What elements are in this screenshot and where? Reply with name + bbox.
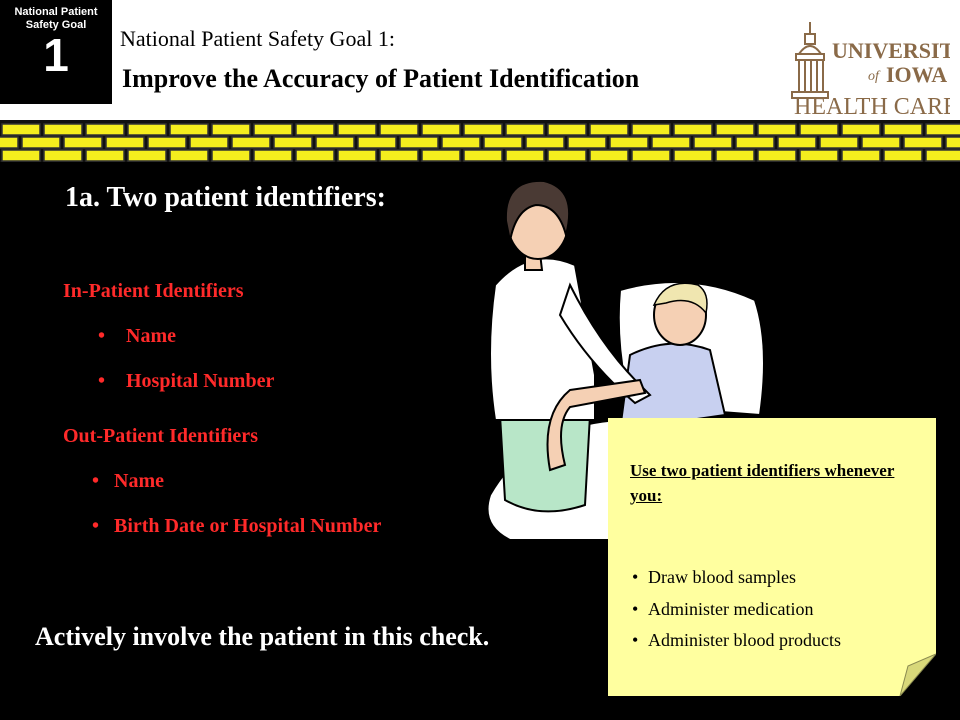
brick (43, 123, 83, 136)
brick (169, 123, 209, 136)
brick (757, 149, 797, 162)
brick (1, 123, 41, 136)
page-title: Improve the Accuracy of Patient Identifi… (122, 64, 640, 93)
brick (105, 136, 145, 149)
brick (819, 136, 859, 149)
brick (463, 123, 503, 136)
brick (841, 123, 881, 136)
brick (295, 123, 335, 136)
brick (253, 149, 293, 162)
brick (127, 149, 167, 162)
brick (715, 123, 755, 136)
brick (273, 136, 313, 149)
brick (505, 123, 545, 136)
university-logo: UNIVERSITY of IOWA HEALTH CARE (791, 22, 950, 120)
outpatient-heading: Out-Patient Identifiers (63, 425, 258, 447)
brick (379, 149, 419, 162)
inpatient-heading: In-Patient Identifiers (63, 280, 244, 302)
brick (757, 123, 797, 136)
brick (883, 149, 923, 162)
note-heading-text: Use two patient identifiers whenever you… (630, 461, 895, 505)
brick (421, 123, 461, 136)
outpatient-item: Name (92, 470, 164, 493)
brick (357, 136, 397, 149)
logo-health-care: HEALTH CARE (794, 94, 950, 120)
brick (883, 123, 923, 136)
brick (85, 149, 125, 162)
note-list-item: Administer blood products (632, 625, 841, 657)
brick (631, 123, 671, 136)
brick (673, 149, 713, 162)
badge-number: 1 (43, 29, 69, 81)
brick (799, 123, 839, 136)
brick (547, 123, 587, 136)
badge-label: National Patient Safety Goal (14, 6, 98, 31)
brick (127, 123, 167, 136)
brick (169, 149, 209, 162)
brick (63, 136, 103, 149)
note-list: Draw blood samples Administer medication… (632, 562, 841, 657)
brick (505, 149, 545, 162)
brick (547, 149, 587, 162)
inpatient-item: Hospital Number (98, 370, 274, 393)
brick (651, 136, 691, 149)
brick (925, 123, 960, 136)
brick (631, 149, 671, 162)
brick (715, 149, 755, 162)
brick (525, 136, 565, 149)
brick (463, 149, 503, 162)
brick (1, 149, 41, 162)
logo-university: UNIVERSITY (832, 38, 950, 63)
brick (337, 123, 377, 136)
brick (903, 136, 943, 149)
page-subtitle: National Patient Safety Goal 1: (120, 26, 395, 51)
note-heading: Use two patient identifiers whenever you… (630, 458, 920, 508)
brick (315, 136, 355, 149)
brick (421, 149, 461, 162)
brick (567, 136, 607, 149)
brick (85, 123, 125, 136)
goal-badge: National Patient Safety Goal 1 (0, 0, 112, 104)
brick (189, 136, 229, 149)
brick (841, 149, 881, 162)
brick (673, 123, 713, 136)
brick (211, 149, 251, 162)
header: National Patient Safety Goal 1 National … (0, 0, 960, 120)
brick (337, 149, 377, 162)
brick (379, 123, 419, 136)
brick (735, 136, 775, 149)
brick (799, 149, 839, 162)
logo-iowa: IOWA (886, 62, 947, 87)
brick (589, 123, 629, 136)
brick (441, 136, 481, 149)
inpatient-item: Name (98, 325, 176, 348)
brick (945, 136, 960, 149)
note-list-item: Administer medication (632, 594, 841, 626)
brick (483, 136, 523, 149)
brick (295, 149, 335, 162)
brick (253, 123, 293, 136)
logo-of: of (868, 69, 881, 84)
brick (21, 136, 61, 149)
brick (0, 136, 19, 149)
brick (43, 149, 83, 162)
brick (147, 136, 187, 149)
brick (399, 136, 439, 149)
brick (925, 149, 960, 162)
brick (211, 123, 251, 136)
brick (589, 149, 629, 162)
brick (609, 136, 649, 149)
brick (777, 136, 817, 149)
brick (693, 136, 733, 149)
brick (861, 136, 901, 149)
note-list-item: Draw blood samples (632, 562, 841, 594)
involve-patient-text: Actively involve the patient in this che… (35, 622, 490, 651)
brick (231, 136, 271, 149)
outpatient-item: Birth Date or Hospital Number (92, 515, 381, 538)
brick-wall-band (0, 120, 960, 162)
identifiers-heading: 1a. Two patient identifiers: (65, 182, 386, 213)
